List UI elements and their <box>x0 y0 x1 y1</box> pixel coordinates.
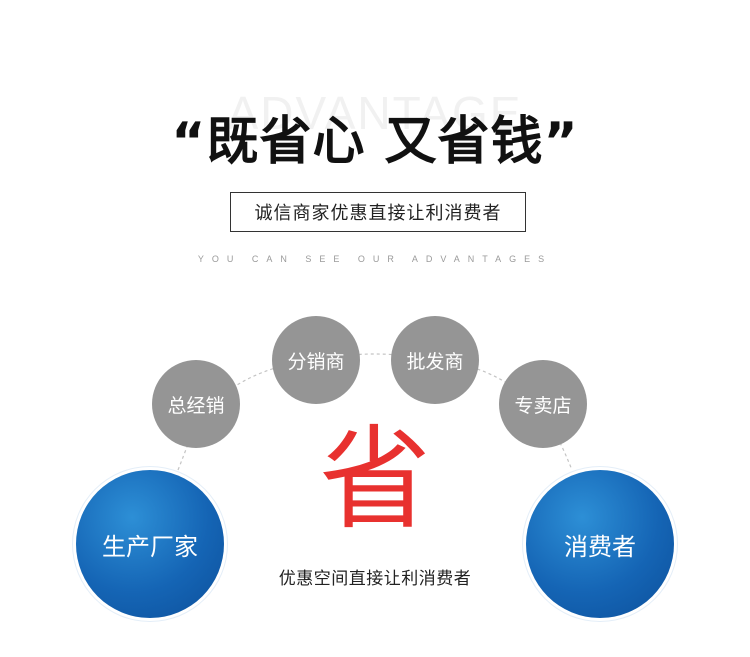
node-manufacturer-label: 生产厂家 <box>102 532 198 561</box>
subtitle-box: 诚信商家优惠直接让利消费者 <box>230 192 526 232</box>
subtitle: 诚信商家优惠直接让利消费者 <box>254 203 502 224</box>
node-store: 专卖店 <box>499 360 587 448</box>
node-consumer: 消费者 <box>526 470 674 618</box>
center-caption: 优惠空间直接让利消费者 <box>278 569 472 589</box>
page-title: “既省心 又省钱” <box>171 112 579 172</box>
tagline: YOU CAN SEE OUR ADVANTAGES <box>197 254 553 264</box>
save-character: 省 <box>319 415 431 545</box>
node-distributor-label: 分销商 <box>287 350 345 373</box>
node-consumer-label: 消费者 <box>564 532 636 561</box>
node-wholesaler-label: 批发商 <box>406 350 464 373</box>
node-wholesaler: 批发商 <box>391 316 479 404</box>
node-manufacturer: 生产厂家 <box>76 470 224 618</box>
node-distributor: 分销商 <box>272 316 360 404</box>
node-general-distributor: 总经销 <box>152 360 240 448</box>
node-general-distributor-label: 总经销 <box>167 394 225 417</box>
node-store-label: 专卖店 <box>514 394 572 417</box>
